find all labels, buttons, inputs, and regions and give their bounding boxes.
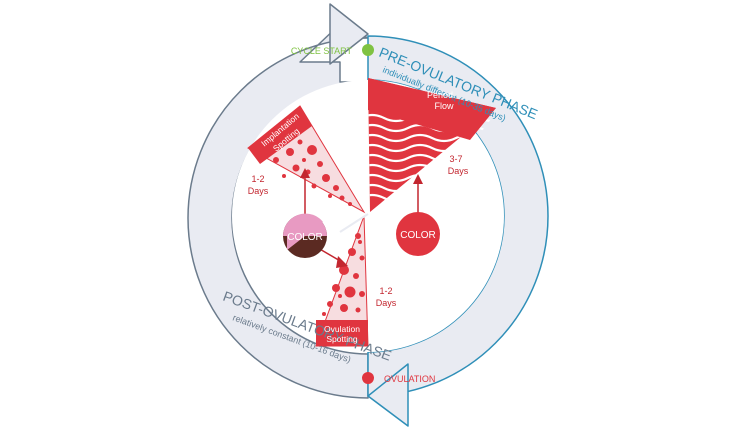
period-flow-wedge	[368, 78, 498, 212]
ovulation-dots	[322, 233, 365, 316]
period-days-2: Days	[448, 166, 469, 176]
period-label-1: Period	[427, 90, 453, 100]
post-ovulatory-arrow-head	[329, 3, 369, 65]
ovulation-days-2: Days	[376, 298, 397, 308]
center-spokes	[339, 213, 369, 233]
ovulation-spotting-wedge	[315, 215, 369, 347]
pre-ovulatory-arrow-head	[367, 363, 409, 427]
color-circle-right: COLOR	[396, 212, 440, 256]
implantation-days-1: 1-2	[251, 174, 264, 184]
color-right-label: COLOR	[400, 230, 436, 241]
cycle-start-label: CYCLE START	[291, 46, 353, 56]
ovulation-spot-label-2: Spotting	[326, 334, 357, 344]
ovulation-days-1: 1-2	[379, 286, 392, 296]
color-circle-left: COLOR	[283, 213, 327, 258]
ovulation-spot-label-1: Ovulation	[324, 324, 360, 334]
color-left-label: COLOR	[287, 232, 323, 243]
ovulation-label: OVULATION	[384, 374, 435, 384]
ovulation-dot	[362, 372, 374, 384]
inner-arrows	[300, 168, 423, 268]
cycle-start-dot	[362, 44, 374, 56]
implantation-days-2: Days	[248, 186, 269, 196]
period-label-2: Flow	[434, 101, 454, 111]
period-days-1: 3-7	[449, 154, 462, 164]
implantation-dots	[273, 139, 352, 206]
implantation-spotting-wedge	[247, 105, 366, 214]
